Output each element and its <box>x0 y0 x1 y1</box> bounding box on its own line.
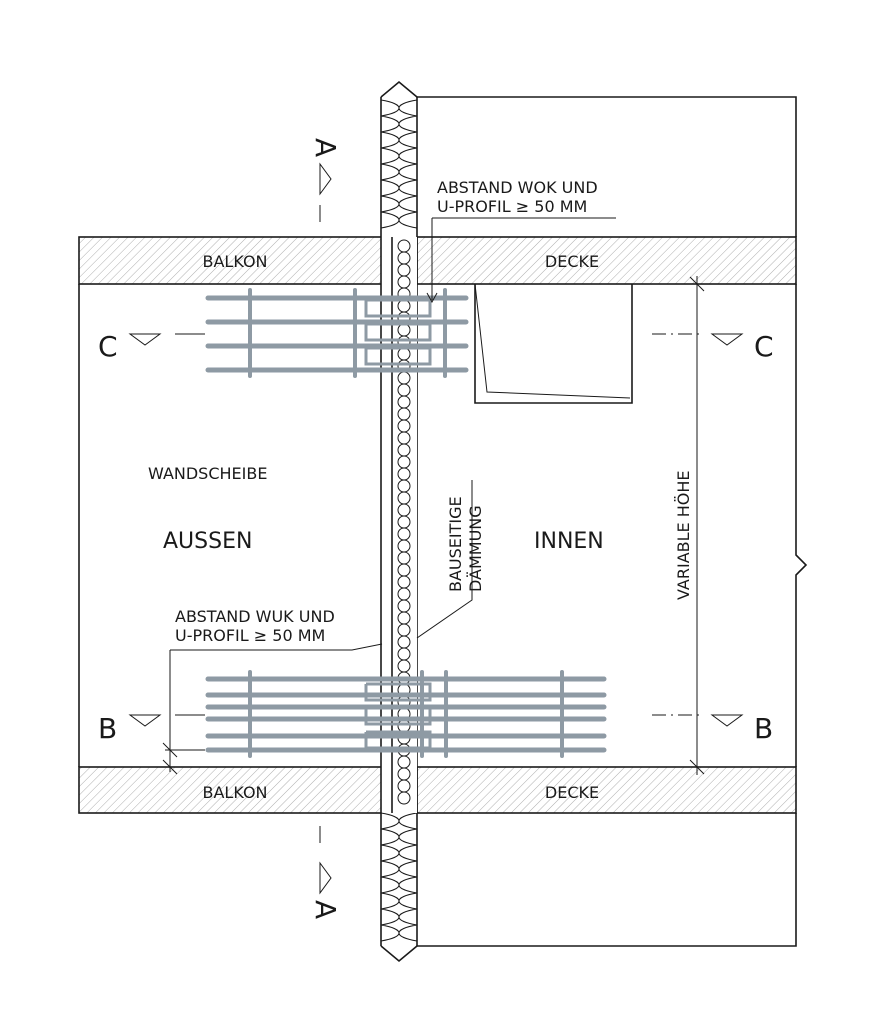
connector-bottom <box>205 670 607 758</box>
note-top-line1: ABSTAND WOK UND <box>437 178 598 197</box>
u-profile <box>364 730 432 750</box>
slab-top-left <box>78 236 393 285</box>
u-profile <box>364 706 432 726</box>
u-profile <box>364 346 432 366</box>
slab-label-decke-top: DECKE <box>545 252 599 271</box>
slab-label-decke-bottom: DECKE <box>545 783 599 802</box>
height-dimension-line <box>682 276 712 775</box>
leader-lines <box>170 217 616 651</box>
connector-top <box>205 288 469 378</box>
insulation-label-line2: DÄMMUNG <box>466 505 485 592</box>
note-bottom-line1: ABSTAND WUK UND <box>175 607 335 626</box>
note-top-line2: U-PROFIL ≥ 50 MM <box>437 197 587 216</box>
section-a-bottom: A <box>309 900 342 919</box>
u-profile <box>364 298 432 318</box>
slab-top-right <box>416 236 797 285</box>
inside-label: INNEN <box>534 529 604 554</box>
u-profile <box>364 682 432 702</box>
section-line-b <box>128 714 744 727</box>
height-dimension-label: VARIABLE HÖHE <box>674 471 693 601</box>
u-profile <box>364 322 432 342</box>
slab-bottom-right <box>416 766 797 814</box>
section-c-left: C <box>98 330 118 363</box>
section-b-right: B <box>754 712 773 745</box>
note-bottom-line2: U-PROFIL ≥ 50 MM <box>175 626 325 645</box>
section-line-a <box>319 162 332 895</box>
interior-wall-outline <box>417 96 808 947</box>
slab-label-balkon-bottom: BALKON <box>202 783 267 802</box>
section-line-c <box>128 333 744 346</box>
slab-bottom-left <box>78 766 393 814</box>
section-c-right: C <box>754 330 774 363</box>
section-b-left: B <box>98 712 117 745</box>
opening-element <box>474 283 633 404</box>
insulation-label-line1: BAUSEITIGE <box>446 496 465 592</box>
slab-label-balkon-top: BALKON <box>202 252 267 271</box>
section-a-top: A <box>309 138 342 157</box>
wall-panel-label: WANDSCHEIBE <box>148 464 267 483</box>
note-bottom-dimension <box>162 650 205 775</box>
outside-label: AUSSEN <box>163 529 252 554</box>
